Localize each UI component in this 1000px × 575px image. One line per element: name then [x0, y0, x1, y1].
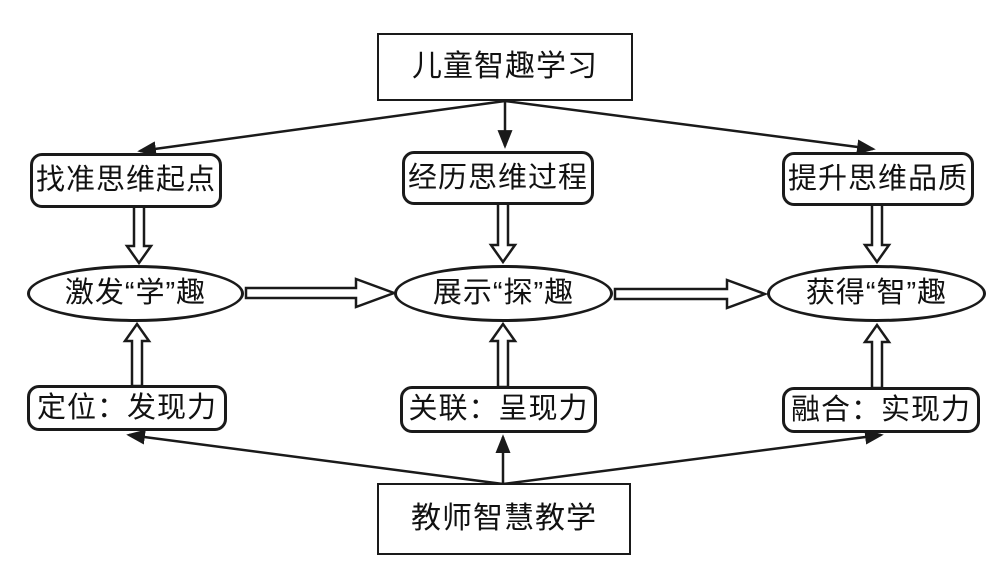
node-children-learning: 儿童智趣学习: [377, 33, 633, 101]
block-arrow-up-right: [862, 322, 892, 390]
node-gain-wisdom-interest: 获得“智”趣: [767, 265, 986, 322]
node-thinking-process: 经历思维过程: [402, 151, 594, 205]
block-arrow-right-1: [244, 277, 398, 309]
arrow-bottom-to-left-box: [126, 429, 504, 486]
node-thinking-process-label: 经历思维过程: [407, 161, 588, 194]
node-thinking-quality-label: 提升思维品质: [787, 162, 968, 195]
node-integrate-realization: 融合：实现力: [782, 387, 980, 433]
node-thinking-quality: 提升思维品质: [782, 152, 974, 206]
node-connect-presentation: 关联：呈现力: [400, 386, 597, 433]
node-children-learning-label: 儿童智趣学习: [412, 50, 598, 83]
node-thinking-start-label: 找准思维起点: [35, 164, 216, 196]
node-integrate-realization-label: 融合：实现力: [790, 393, 971, 426]
block-arrow-down-middle: [488, 200, 518, 265]
node-thinking-start: 找准思维起点: [30, 153, 222, 208]
node-stimulate-learning-interest-label: 激发“学”趣: [64, 277, 207, 309]
node-position-discovery: 定位：发现力: [27, 385, 227, 431]
node-show-exploring-interest: 展示“探”趣: [394, 265, 613, 322]
node-position-discovery-label: 定位：发现力: [36, 391, 217, 424]
arrow-top-to-left-box: [137, 99, 506, 157]
block-arrow-down-right: [862, 201, 892, 265]
arrow-bottom-to-right-box: [502, 429, 884, 486]
node-gain-wisdom-interest-label: 获得“智”趣: [805, 277, 948, 309]
node-connect-presentation-label: 关联：呈现力: [408, 393, 589, 425]
node-stimulate-learning-interest: 激发“学”趣: [27, 265, 244, 322]
node-teacher-teaching-label: 教师智慧教学: [411, 502, 597, 535]
block-arrow-up-left: [122, 321, 152, 388]
node-show-exploring-interest-label: 展示“探”趣: [432, 277, 575, 309]
block-arrow-up-middle: [488, 321, 518, 389]
block-arrow-right-2: [613, 278, 769, 310]
arrow-top-to-right-box: [504, 99, 876, 155]
node-teacher-teaching: 教师智慧教学: [377, 483, 631, 555]
block-arrow-down-left: [124, 204, 154, 266]
